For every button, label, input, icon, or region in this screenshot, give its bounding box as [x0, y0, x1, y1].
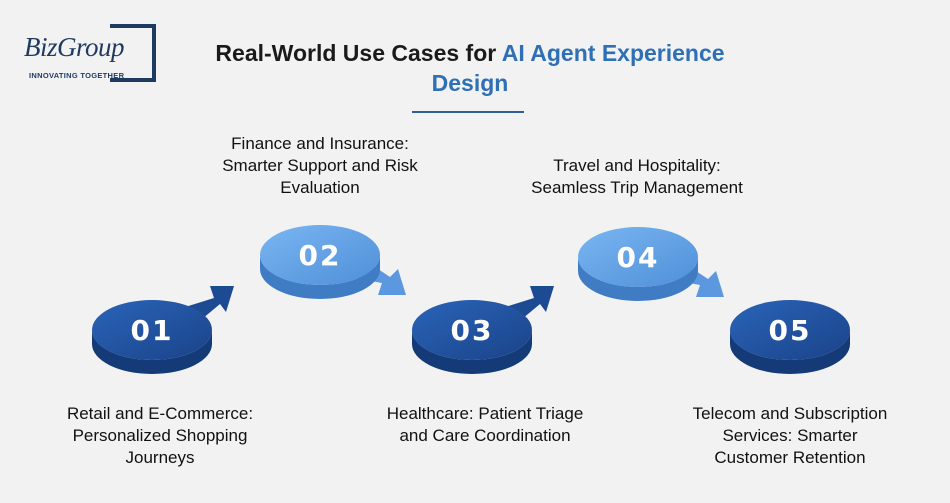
step-02-disc: 02: [260, 225, 406, 299]
step-03-number: 03: [451, 314, 494, 347]
title-accent: AI Agent Experience Design: [431, 40, 725, 96]
step-01-label: Retail and E-Commerce: Personalized Shop…: [66, 404, 254, 467]
step-05-disc-side: [730, 330, 850, 374]
step-04-label: Travel and Hospitality: Seamless Trip Ma…: [531, 156, 743, 197]
title-underline: [412, 111, 524, 113]
step-05-number: 05: [769, 314, 812, 347]
step-04-disc-side: [578, 257, 698, 301]
title-text: Real-World Use Cases for: [215, 40, 502, 66]
step-02-disc-side: [260, 255, 380, 299]
page-title: Real-World Use Cases for AI Agent Experi…: [190, 38, 750, 98]
step-01-disc-top: [92, 300, 212, 360]
step-02-disc-top: [260, 225, 380, 285]
step-01-disc-side: [92, 330, 212, 374]
logo-tagline: INNOVATING TOGETHER: [29, 71, 125, 80]
step-02-label: Finance and Insurance: Smarter Support a…: [222, 134, 418, 197]
step-04-disc: 04: [578, 227, 724, 301]
step-05-label: Telecom and Subscription Services: Smart…: [692, 404, 888, 467]
step-05-disc: 05: [730, 300, 850, 374]
step-02-number: 02: [299, 239, 342, 272]
step-01-number: 01: [131, 314, 174, 347]
step-03-disc-top: [412, 300, 532, 360]
step-04-number: 04: [617, 241, 660, 274]
bizgroup-logo: BizGroup INNOVATING TOGETHER: [22, 22, 158, 86]
logo-frame: [110, 24, 156, 82]
step-03-disc: 03: [412, 286, 554, 374]
step-03-label: Healthcare: Patient Triage and Care Coor…: [386, 404, 584, 445]
step-03-disc-side: [412, 330, 532, 374]
logo-wordmark: BizGroup: [24, 32, 125, 62]
step-01-disc: 01: [92, 286, 234, 374]
step-05-disc-top: [730, 300, 850, 360]
step-04-disc-top: [578, 227, 698, 287]
